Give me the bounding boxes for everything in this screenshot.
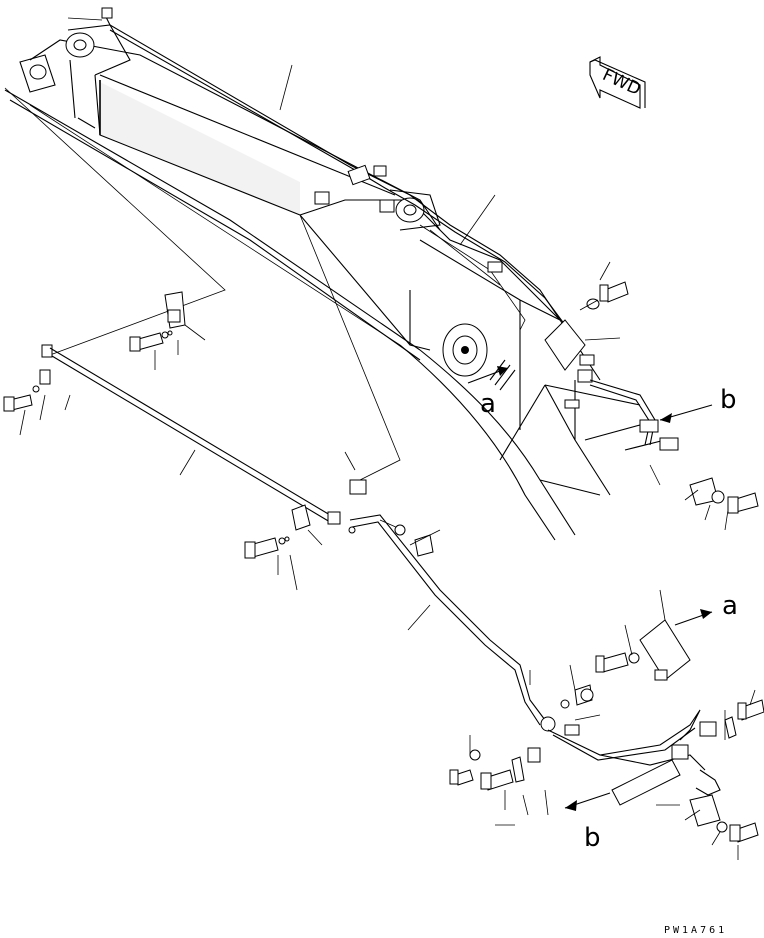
arrow-a-lower: [674, 609, 713, 626]
reference-arrows: [467, 366, 713, 811]
ref-label-a-upper: a: [480, 389, 496, 419]
arrow-b-upper: [659, 404, 713, 423]
fwd-direction-sign: FWD: [589, 56, 646, 109]
lower-harness: [348, 281, 764, 843]
upper-left-clamps: [3, 87, 401, 559]
callout-leaders: [19, 17, 756, 860]
drawing-code: PW1A761: [664, 925, 727, 936]
fwd-label: FWD: [599, 65, 643, 100]
upper-harness: [101, 7, 679, 451]
ref-label-a-lower: a: [722, 591, 738, 621]
arrow-b-lower: [564, 792, 611, 811]
ref-label-b-lower: b: [584, 823, 601, 853]
boom-body: [4, 24, 641, 541]
arrow-a-upper: [467, 366, 509, 384]
ref-label-b-upper: b: [720, 385, 737, 415]
